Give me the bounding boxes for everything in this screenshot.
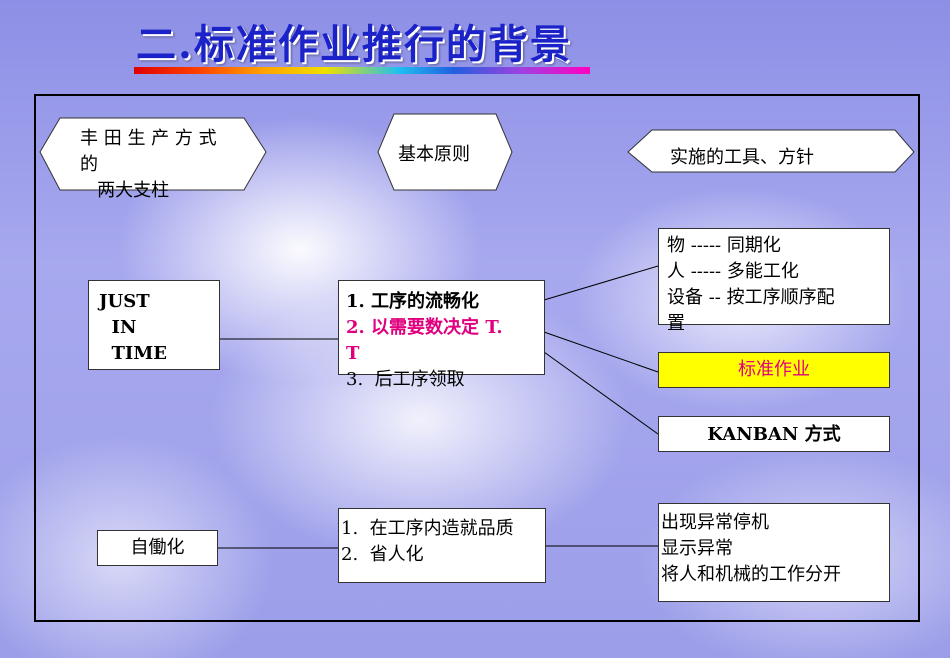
principles-hexagon bbox=[377, 113, 513, 191]
standard-work-box: 标准作业 bbox=[658, 352, 890, 388]
connector-principles-to-kanban bbox=[543, 351, 659, 435]
principles-header: 基本原则 bbox=[398, 144, 470, 165]
pillars-header: 丰 田 生 产 方 式 的 两大支柱 bbox=[80, 126, 217, 204]
jidoka-box: 自働化 bbox=[97, 530, 218, 566]
title-color-bar bbox=[134, 67, 590, 74]
jidoka-principle-item: 1. 在工序内造就品质 bbox=[341, 518, 514, 539]
jit-label-line: TIME bbox=[99, 343, 167, 364]
connector-principles-to-standard bbox=[543, 331, 659, 373]
pillars-header-line: 两大支柱 bbox=[80, 180, 170, 201]
kanban-box: KANBAN 方式 bbox=[658, 416, 890, 452]
sync-tool-line: 设备 -- 按工序顺序配 bbox=[667, 287, 835, 308]
jit-principle-item: 3. 后工序领取 bbox=[346, 369, 465, 390]
connector-principles-to-sync bbox=[543, 265, 659, 301]
page-title: 二.标准作业推行的背景 bbox=[136, 21, 572, 68]
diagram-frame bbox=[34, 94, 920, 622]
sync-tools-box: 物 ----- 同期化 人 ----- 多能工化 设备 -- 按工序顺序配 置 bbox=[658, 228, 890, 334]
jit-principle-item-highlight: 2. 以需要数决定 T. bbox=[346, 317, 503, 338]
pillars-hexagon bbox=[39, 117, 267, 191]
jidoka-tools-box: 出现异常停机 显示异常 将人和机械的工作分开 bbox=[658, 503, 890, 602]
jidoka-principles-box: 1. 在工序内造就品质 2. 省人化 bbox=[338, 508, 546, 583]
jidoka-tool-line: 出现异常停机 bbox=[661, 512, 769, 533]
jidoka-tool-line: 将人和机械的工作分开 bbox=[661, 564, 841, 585]
jit-label-line: IN bbox=[99, 317, 137, 338]
jidoka-principle-item: 2. 省人化 bbox=[341, 544, 424, 565]
pillars-header-line: 丰 田 生 产 方 式 bbox=[80, 128, 217, 149]
sync-tool-line: 人 ----- 多能工化 bbox=[667, 261, 799, 282]
jit-principles-box: 1. 工序的流畅化 2. 以需要数决定 T. T 3. 后工序领取 bbox=[338, 280, 545, 390]
jit-box: JUST IN TIME bbox=[88, 280, 220, 370]
jidoka-tool-line: 显示异常 bbox=[661, 538, 733, 559]
jit-principle-item: 1. 工序的流畅化 bbox=[346, 291, 480, 312]
tools-header: 实施的工具、方针 bbox=[670, 147, 814, 168]
tools-hexagon bbox=[627, 129, 915, 173]
sync-tool-line: 置 bbox=[667, 313, 685, 334]
jit-label-line: JUST bbox=[99, 291, 150, 312]
jit-principle-item-highlight: T bbox=[346, 343, 360, 364]
sync-tool-line: 物 ----- 同期化 bbox=[667, 235, 781, 256]
pillars-header-line: 的 bbox=[80, 154, 98, 175]
